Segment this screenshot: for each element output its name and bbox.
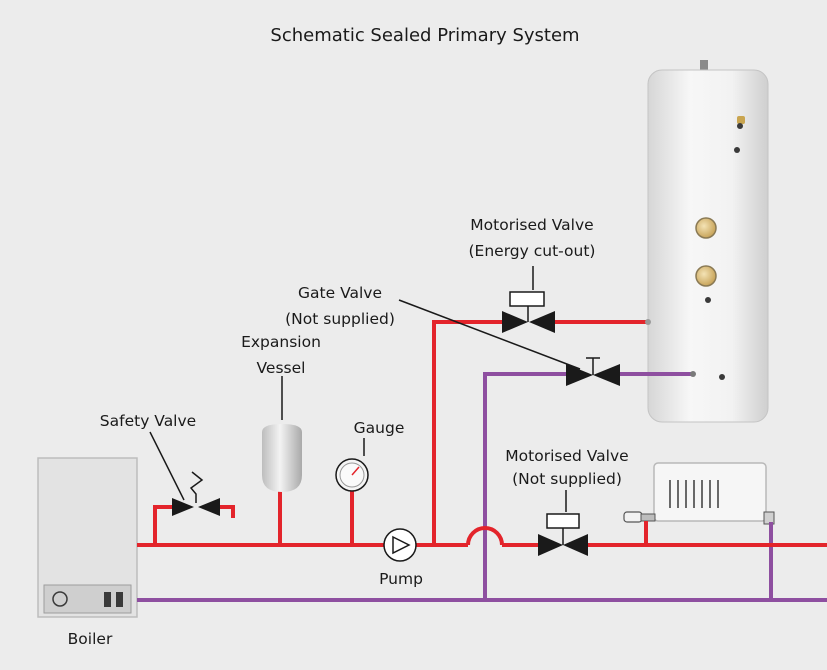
cylinder-fitting-top (737, 116, 745, 124)
label-motorised-valve-energy-1: Motorised Valve (470, 216, 593, 234)
cylinder-port (734, 147, 740, 153)
flow-pipes (137, 320, 827, 547)
label-motorised-valve-not-supplied-2: (Not supplied) (512, 470, 622, 488)
label-gate-valve-2: (Not supplied) (285, 310, 395, 328)
label-motorised-valve-not-supplied-1: Motorised Valve (505, 447, 628, 465)
label-boiler: Boiler (68, 630, 113, 648)
label-motorised-valve-energy-2: (Energy cut-out) (469, 242, 596, 260)
label-gauge: Gauge (354, 419, 405, 437)
immersion-boss-upper (695, 217, 717, 239)
pressure-gauge (335, 438, 369, 492)
safety-valve (172, 471, 220, 516)
immersion-boss-lower (695, 265, 717, 287)
label-safety-valve: Safety Valve (100, 412, 196, 430)
label-expansion-vessel-1: Expansion (241, 333, 321, 351)
expansion-vessel (262, 376, 302, 492)
label-expansion-vessel-2: Vessel (257, 359, 306, 377)
motorised-valve-energy-cutout (502, 266, 555, 333)
gate-valve (398, 299, 620, 386)
boiler-dial (52, 591, 68, 607)
boiler (37, 457, 138, 618)
diagram-title: Schematic Sealed Primary System (270, 25, 579, 46)
safety-valve-leader (149, 431, 185, 501)
label-gate-valve-1: Gate Valve (298, 284, 382, 302)
return-pipes (137, 372, 827, 602)
boiler-switch-2 (116, 592, 123, 607)
motorised-valve-not-supplied (538, 490, 588, 556)
boiler-switch-1 (104, 592, 111, 607)
hot-water-cylinder (647, 60, 769, 423)
pump (383, 528, 417, 562)
radiator (623, 462, 775, 525)
radiator-valve-left (623, 511, 643, 523)
label-pump: Pump (379, 570, 423, 588)
